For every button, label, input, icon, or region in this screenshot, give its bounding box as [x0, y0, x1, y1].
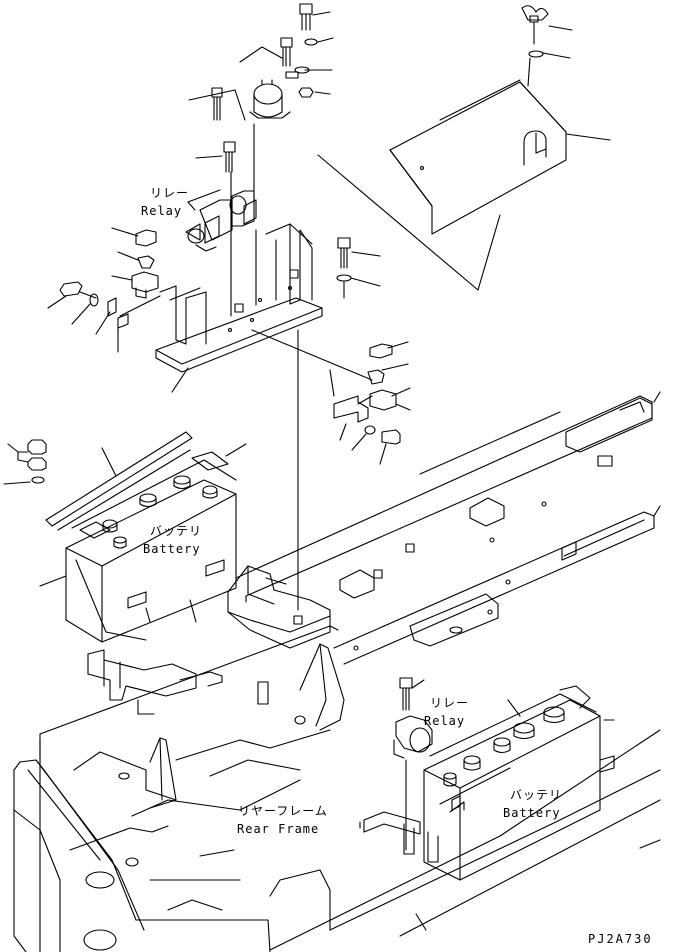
connector-parts-right [329, 341, 411, 465]
relay-bracket [155, 223, 323, 393]
rear-frame-label-jp: リヤーフレーム [238, 804, 328, 818]
relay-pair [185, 189, 257, 252]
connector-parts-left [47, 227, 161, 353]
washer-icon [336, 274, 352, 282]
drawing-code: PJ2A730 [588, 932, 653, 946]
washer-icon [304, 38, 318, 46]
relay-lower-label-jp: リレー [430, 696, 470, 710]
battery-tray-bracket [227, 565, 331, 649]
relay-top-label-jp: リレー [150, 186, 190, 200]
relay-mount-hardware [188, 3, 334, 317]
rear-frame [13, 625, 661, 952]
battery-cover-plate [389, 57, 611, 235]
bolt-icon [211, 87, 223, 121]
nut-icon [298, 87, 314, 98]
relay-icon [249, 79, 291, 119]
battery-left-label-jp: バッテリ [150, 524, 203, 538]
bolt-icon [280, 37, 293, 67]
bolt-icon [299, 3, 313, 31]
bolt-icon [223, 141, 236, 173]
wing-bolt-icon [521, 5, 573, 59]
battery-right-label-en: Battery [503, 806, 561, 820]
rear-frame-label-en: Rear Frame [237, 822, 320, 836]
frame-rail-middle [333, 511, 655, 665]
battery-left-label-en: Battery [143, 542, 201, 556]
relay-top-label-en: Relay [141, 204, 183, 218]
battery-right [423, 685, 615, 881]
frame-rail-upper [235, 395, 653, 603]
bolt-icon [337, 237, 351, 269]
plate-icon [285, 71, 299, 79]
battery-holddown-right [359, 767, 511, 863]
battery-nuts [3, 439, 47, 485]
relay-lower-label-en: Relay [424, 714, 466, 728]
relay-lower [393, 677, 433, 851]
battery-left [39, 431, 247, 643]
battery-right-label-jp: バッテリ [510, 788, 563, 802]
